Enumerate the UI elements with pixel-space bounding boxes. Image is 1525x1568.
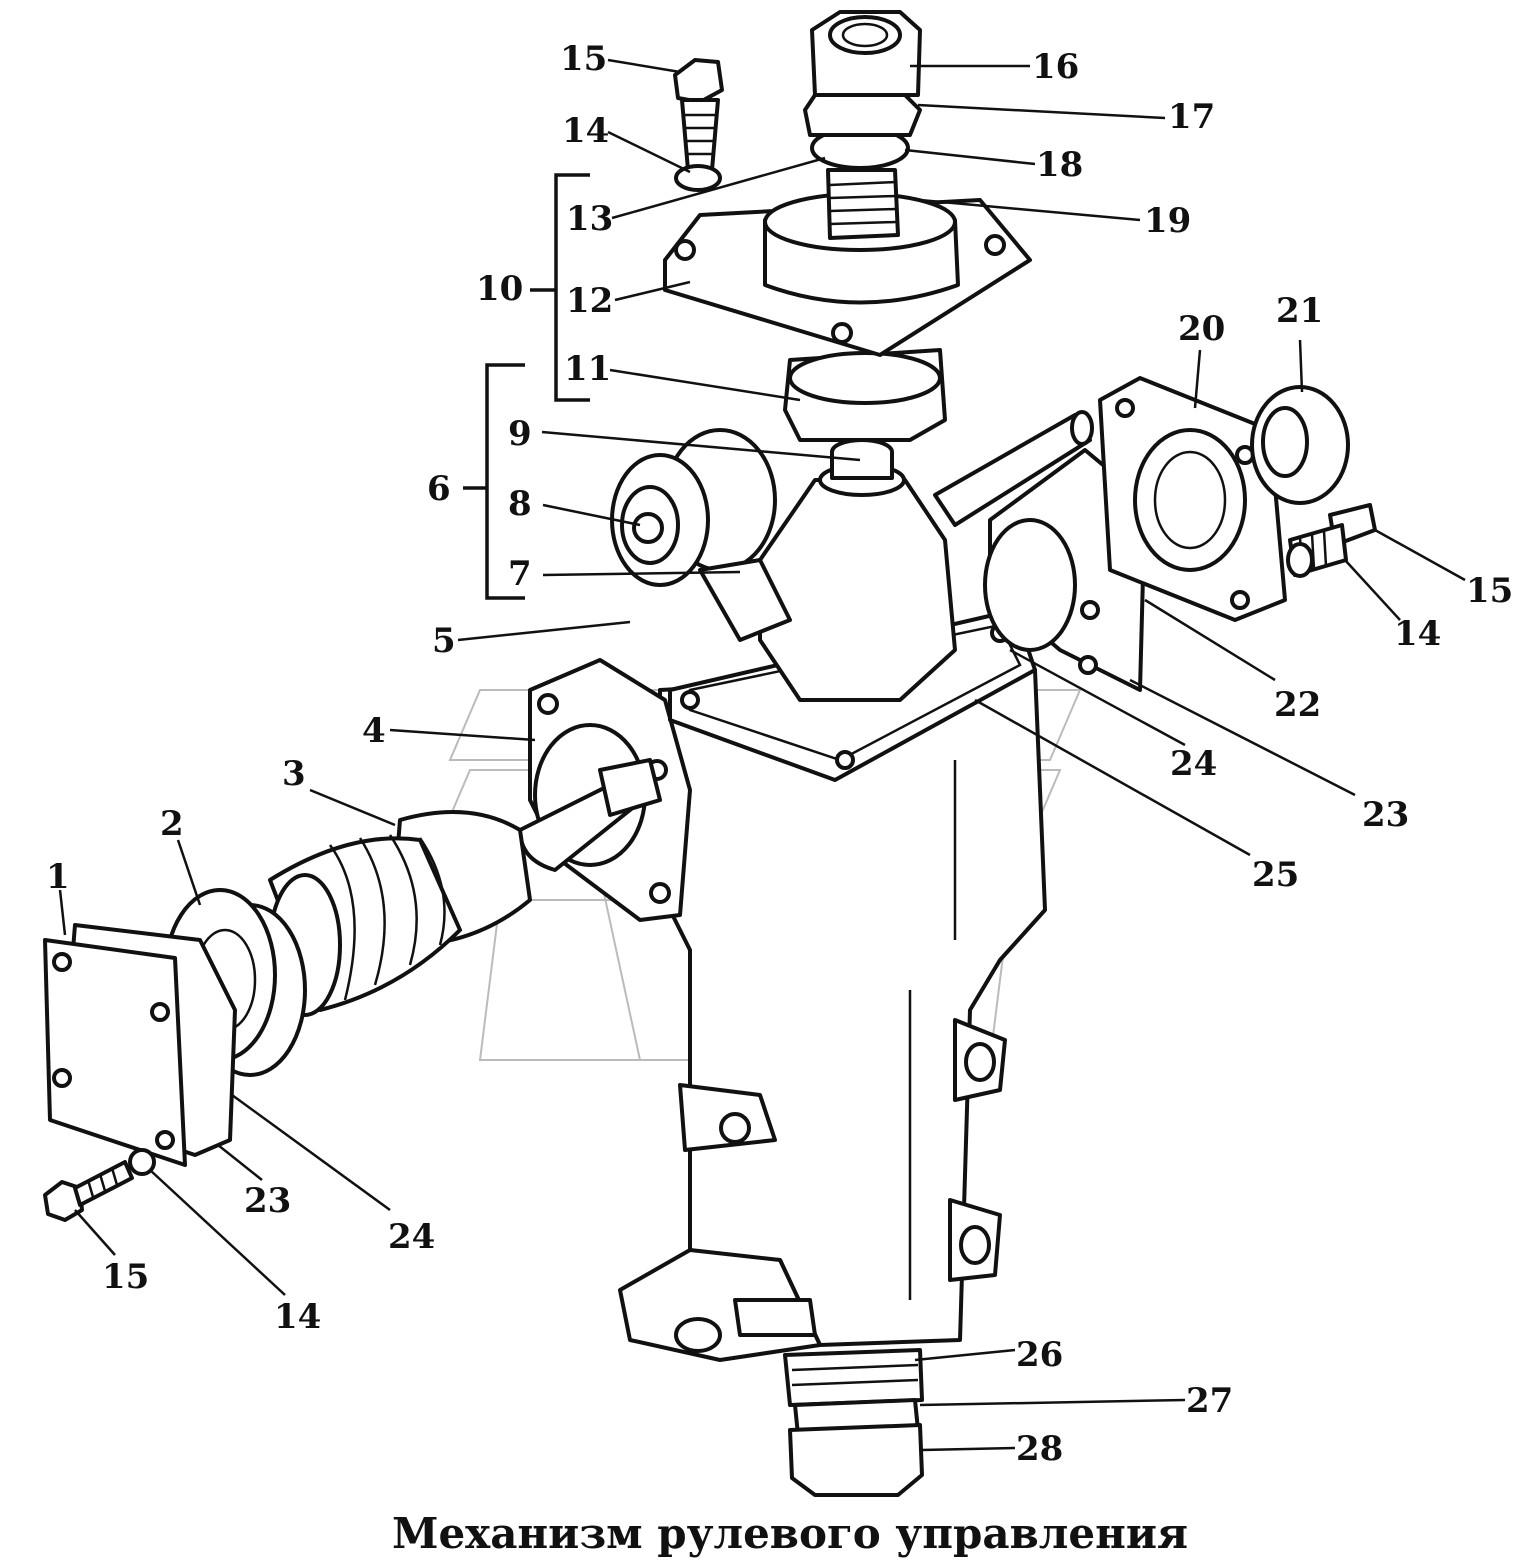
callout-7: 7: [508, 554, 532, 594]
steering-housing: [618, 668, 1047, 1362]
callout-23-left: 23: [244, 1181, 291, 1221]
callout-16: 16: [1032, 47, 1079, 87]
leader-lines: [58, 58, 1466, 1452]
callout-27: 27: [1186, 1381, 1233, 1421]
left-side-parts: [43, 758, 662, 1222]
callout-6: 6: [427, 469, 451, 509]
sector-shaft-assembly: [758, 438, 957, 702]
callout-labels: 15 14 13 10 12 11 9 6 8 7 5 4 3 2 1 16 1…: [46, 39, 1513, 1469]
callout-24-right: 24: [1170, 744, 1217, 784]
callout-9: 9: [508, 414, 532, 454]
bracket-10: [530, 173, 590, 402]
callout-14-top: 14: [562, 111, 609, 151]
callout-28: 28: [1016, 1429, 1063, 1469]
callout-10: 10: [476, 269, 523, 309]
callout-1: 1: [46, 857, 70, 897]
callout-24-left: 24: [388, 1217, 435, 1257]
callout-26: 26: [1016, 1335, 1063, 1375]
bolt-top: [673, 58, 724, 192]
callout-15-right: 15: [1466, 571, 1513, 611]
callout-14-left: 14: [274, 1297, 321, 1337]
callout-23-right: 23: [1362, 795, 1409, 835]
callout-3: 3: [282, 754, 306, 794]
callout-13: 13: [566, 199, 613, 239]
callout-5: 5: [432, 621, 456, 661]
bottom-nut-assembly: [783, 1348, 924, 1497]
callout-17: 17: [1168, 97, 1215, 137]
callout-11: 11: [564, 349, 611, 389]
callout-18: 18: [1036, 145, 1083, 185]
callout-21: 21: [1276, 291, 1323, 331]
callout-25: 25: [1252, 855, 1299, 895]
callout-22: 22: [1274, 685, 1321, 725]
callout-19: 19: [1144, 201, 1191, 241]
callout-20: 20: [1178, 309, 1225, 349]
right-side-parts: [933, 376, 1377, 692]
callout-14-right: 14: [1394, 614, 1441, 654]
bracket-6: [463, 363, 525, 600]
callout-15-left: 15: [102, 1257, 149, 1297]
bearing-assembly-6: [610, 428, 792, 642]
diagram-title: Механизм рулевого управления: [392, 1509, 1188, 1558]
callout-8: 8: [508, 484, 532, 524]
callout-15-top: 15: [560, 39, 607, 79]
callout-12: 12: [566, 281, 613, 321]
callout-2: 2: [160, 804, 184, 844]
upper-cover-assembly: [663, 10, 1032, 442]
callout-4: 4: [362, 711, 386, 751]
